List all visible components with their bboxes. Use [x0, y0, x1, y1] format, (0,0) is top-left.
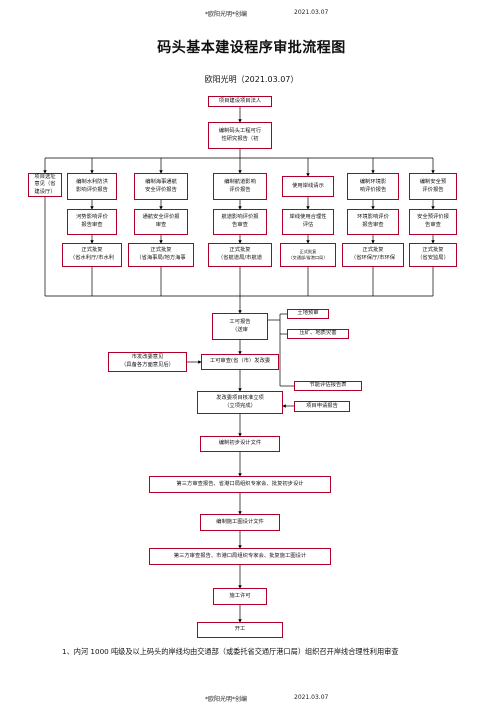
navigation-assessment-box: 编制航道影响 评价报告: [213, 173, 267, 200]
env-approval-box: 正式批复 （省环保厅/市环保: [342, 243, 404, 267]
land-review-box: 土地预审: [287, 309, 329, 319]
water-assessment-box: 编制水利防洪 影响评价报告: [67, 173, 117, 200]
project-approval-box: 发改委项目核准立项 （立项完成）: [197, 391, 283, 414]
footnote: 1、内河 1000 吨级及以上码头的岸线均由交通部（或委托省交通厅港口局）组织召…: [62, 647, 399, 656]
application-report-box: 项目申请报告: [294, 401, 350, 412]
construction-permit-box: 施工许可: [213, 588, 267, 605]
maritime-approval-box: 正式批复 （省海事局/地方海事: [128, 243, 194, 267]
safety-approval-box: 正式批复 （省安监局）: [409, 243, 457, 267]
page-title: 码头基本建设程序审批流程图: [157, 40, 346, 56]
water-approval-box: 正式批复 （省水利厅/市水利: [62, 243, 122, 267]
author-line: 欧阳光明（2021.03.07）: [204, 75, 299, 84]
env-review-box: 环境影响评价 报告审查: [347, 209, 399, 235]
feasibility-approval-box: 工可审查(省（市）发改委: [201, 354, 279, 370]
energy-report-box: 节能评估报告表: [294, 381, 362, 391]
navigation-review-box: 航道影响评价报 告审查: [213, 209, 267, 235]
site-selection-box: 项目选址 意见（省 建设厅）: [28, 173, 62, 197]
navigation-approval-box: 正式批复 （省航道局/市航道: [208, 243, 272, 267]
shoreline-approval-box: 正式批复 （交通部/省港口局）: [280, 243, 336, 267]
maritime-assessment-box: 编制海事通航 安全评价报告: [134, 173, 188, 200]
prelim-review-box: 第三方审查报告、省港口局组织专家会、批复初步设计: [149, 476, 331, 493]
prelim-design-box: 编制初步设计文件: [200, 436, 280, 452]
construction-design-box: 编制施工图设计文件: [200, 514, 280, 531]
header-author-mark: *欧阳光明*创编: [205, 11, 248, 18]
dev-reform-opinion-box: 市发改委意见 （具备各方面意见后）: [108, 352, 187, 372]
shoreline-review-box: 岸线使用合理性 评估: [282, 209, 334, 235]
feasibility-study-box: 编制码头工程可行 性研究报告（初: [208, 122, 272, 149]
maritime-review-box: 通航安全评价报 审查: [134, 209, 188, 235]
env-assessment-box: 编制环境影 响评价报告: [347, 173, 399, 200]
header-date: 2021.03.07: [294, 9, 329, 16]
footer-date: 2021.03.07: [294, 694, 329, 701]
mining-hazard-box: 压矿、地质灾害: [287, 329, 349, 339]
footer-author-mark: *欧阳光明*创编: [205, 696, 248, 703]
water-review-box: 河势影响评价 报告审查: [67, 209, 117, 235]
shoreline-request-box: 使用岸线请示: [282, 176, 334, 197]
safety-review-box: 安全预评价报 告审查: [409, 209, 457, 235]
start-box: 项目建设项目法人: [208, 96, 272, 107]
start-work-box: 开工: [197, 622, 283, 638]
feasibility-report-box: 工可报告 （送审: [212, 313, 268, 340]
construction-review-box: 第三方审查报告、市港口局组织专家会、批复施工图设计: [149, 548, 331, 565]
safety-assessment-box: 编制安全预 评价报告: [409, 173, 457, 200]
